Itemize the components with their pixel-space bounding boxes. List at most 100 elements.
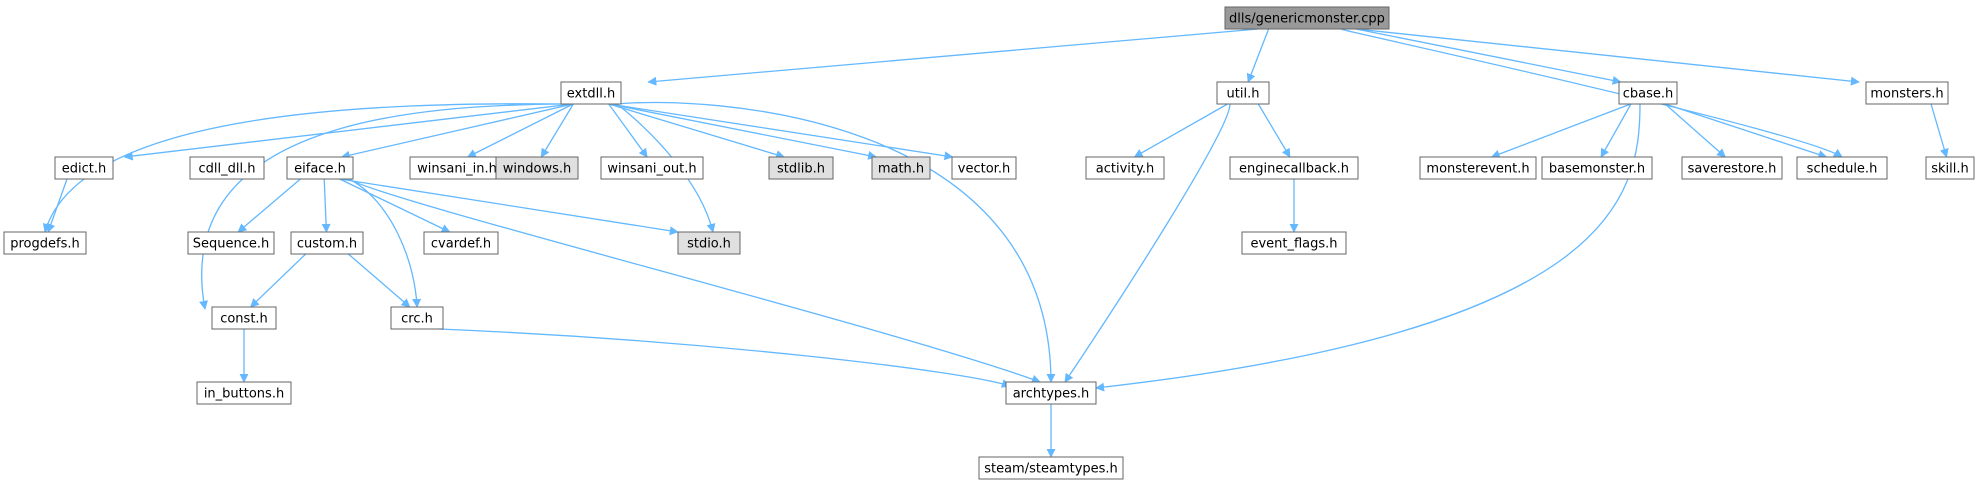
node-label: custom.h	[297, 237, 357, 252]
node-label: basemonster.h	[1549, 162, 1645, 177]
node-box	[1229, 156, 1359, 180]
node-box	[1865, 81, 1949, 105]
node-label: winsani_out.h	[607, 162, 696, 177]
node-box	[1241, 231, 1347, 255]
edge-eiface-to-crc	[348, 178, 422, 308]
node-box	[1224, 6, 1390, 30]
node-root[interactable]: dlls/genericmonster.cpp	[1224, 6, 1390, 30]
node-sequence[interactable]: Sequence.h	[187, 231, 275, 255]
node-basemonster[interactable]: basemonster.h	[1541, 156, 1653, 180]
edge-root-to-extdll	[647, 28, 1258, 86]
node-event-flags[interactable]: event_flags.h	[1241, 231, 1347, 255]
node-box	[871, 156, 931, 180]
node-math: math.h	[871, 156, 931, 180]
node-box	[390, 306, 444, 330]
edge-root-to-schedule	[1339, 28, 1843, 158]
node-box	[1796, 156, 1888, 180]
node-label: monsters.h	[1870, 87, 1943, 102]
node-activity[interactable]: activity.h	[1085, 156, 1165, 180]
node-monsters[interactable]: monsters.h	[1865, 81, 1949, 105]
node-label: progdefs.h	[10, 237, 80, 252]
node-box	[286, 156, 354, 180]
node-label: in_buttons.h	[204, 387, 284, 402]
edge-extdll-to-const	[199, 103, 566, 310]
edge-cbase-to-saverestore	[1664, 103, 1726, 158]
node-stdio: stdio.h	[677, 231, 741, 255]
node-label: math.h	[878, 162, 924, 177]
node-box	[290, 231, 364, 255]
node-custom[interactable]: custom.h	[290, 231, 364, 255]
node-label: cbase.h	[1623, 87, 1674, 102]
node-schedule[interactable]: schedule.h	[1796, 156, 1888, 180]
node-windows: windows.h	[495, 156, 579, 180]
node-label: vector.h	[958, 162, 1010, 177]
node-label: eiface.h	[294, 162, 346, 177]
edge-eiface-to-archtypes	[348, 178, 1041, 384]
node-util[interactable]: util.h	[1216, 81, 1270, 105]
node-vector[interactable]: vector.h	[951, 156, 1017, 180]
node-extdll[interactable]: extdll.h	[560, 81, 622, 105]
node-box	[560, 81, 622, 105]
node-saverestore[interactable]: saverestore.h	[1681, 156, 1783, 180]
node-label: stdio.h	[687, 237, 731, 252]
node-box	[54, 156, 114, 180]
node-box	[495, 156, 579, 180]
node-enginecallback[interactable]: enginecallback.h	[1229, 156, 1359, 180]
node-cvardef[interactable]: cvardef.h	[423, 231, 499, 255]
node-box	[1541, 156, 1653, 180]
edge-extdll-to-winsani_in	[466, 103, 574, 158]
node-label: event_flags.h	[1250, 237, 1337, 252]
node-box	[423, 231, 499, 255]
node-cbase[interactable]: cbase.h	[1618, 81, 1678, 105]
edge-extdll-to-math	[608, 103, 878, 160]
edge-crc-to-archtypes	[438, 328, 1011, 388]
node-const[interactable]: const.h	[211, 306, 277, 330]
node-box	[951, 156, 1017, 180]
node-eiface[interactable]: eiface.h	[286, 156, 354, 180]
edge-cbase-to-archtypes	[1095, 103, 1641, 392]
node-label: dlls/genericmonster.cpp	[1229, 12, 1385, 27]
node-box	[1618, 81, 1678, 105]
node-label: cdll_dll.h	[199, 162, 256, 177]
node-skill[interactable]: skill.h	[1925, 156, 1975, 180]
edge-util-to-activity	[1133, 103, 1228, 158]
node-box	[1925, 156, 1975, 180]
edge-eiface-to-stdio	[339, 178, 679, 236]
node-edict[interactable]: edict.h	[54, 156, 114, 180]
node-box	[1681, 156, 1783, 180]
node-in-buttons[interactable]: in_buttons.h	[196, 381, 292, 405]
node-winsani-in[interactable]: winsani_in.h	[409, 156, 505, 180]
edge-edict-to-progdefs	[46, 178, 68, 233]
node-archtypes[interactable]: archtypes.h	[1005, 381, 1097, 405]
node-box	[189, 156, 265, 180]
node-label: saverestore.h	[1688, 162, 1777, 177]
node-label: skill.h	[1931, 162, 1969, 177]
edge-extdll-to-windows	[540, 103, 574, 158]
node-label: activity.h	[1096, 162, 1154, 177]
node-label: winsani_in.h	[417, 162, 497, 177]
node-label: windows.h	[503, 162, 571, 177]
node-winsani-out[interactable]: winsani_out.h	[600, 156, 704, 180]
edge-extdll-to-eiface	[340, 103, 574, 160]
node-label: stdlib.h	[777, 162, 825, 177]
node-box	[1419, 156, 1537, 180]
edge-root-to-cbase	[1355, 28, 1622, 85]
node-box	[211, 306, 277, 330]
nodes-layer: dlls/genericmonster.cpp extdll.h util.h cba…	[3, 6, 1975, 480]
node-monsterevent[interactable]: monsterevent.h	[1419, 156, 1537, 180]
node-crc[interactable]: crc.h	[390, 306, 444, 330]
node-progdefs[interactable]: progdefs.h	[3, 231, 87, 255]
node-box	[3, 231, 87, 255]
node-label: schedule.h	[1807, 162, 1878, 177]
node-label: monsterevent.h	[1426, 162, 1529, 177]
node-steamtypes[interactable]: steam/steamtypes.h	[978, 456, 1124, 480]
node-cdll-dll[interactable]: cdll_dll.h	[189, 156, 265, 180]
edge-cbase-to-monsterevent	[1490, 103, 1631, 159]
edge-extdll-to-vector	[608, 103, 954, 161]
edge-cbase-to-schedule	[1665, 103, 1828, 159]
node-box	[196, 381, 292, 405]
node-label: enginecallback.h	[1239, 162, 1349, 177]
node-label: edict.h	[62, 162, 106, 177]
edge-monsters-to-skill	[1930, 103, 1949, 158]
